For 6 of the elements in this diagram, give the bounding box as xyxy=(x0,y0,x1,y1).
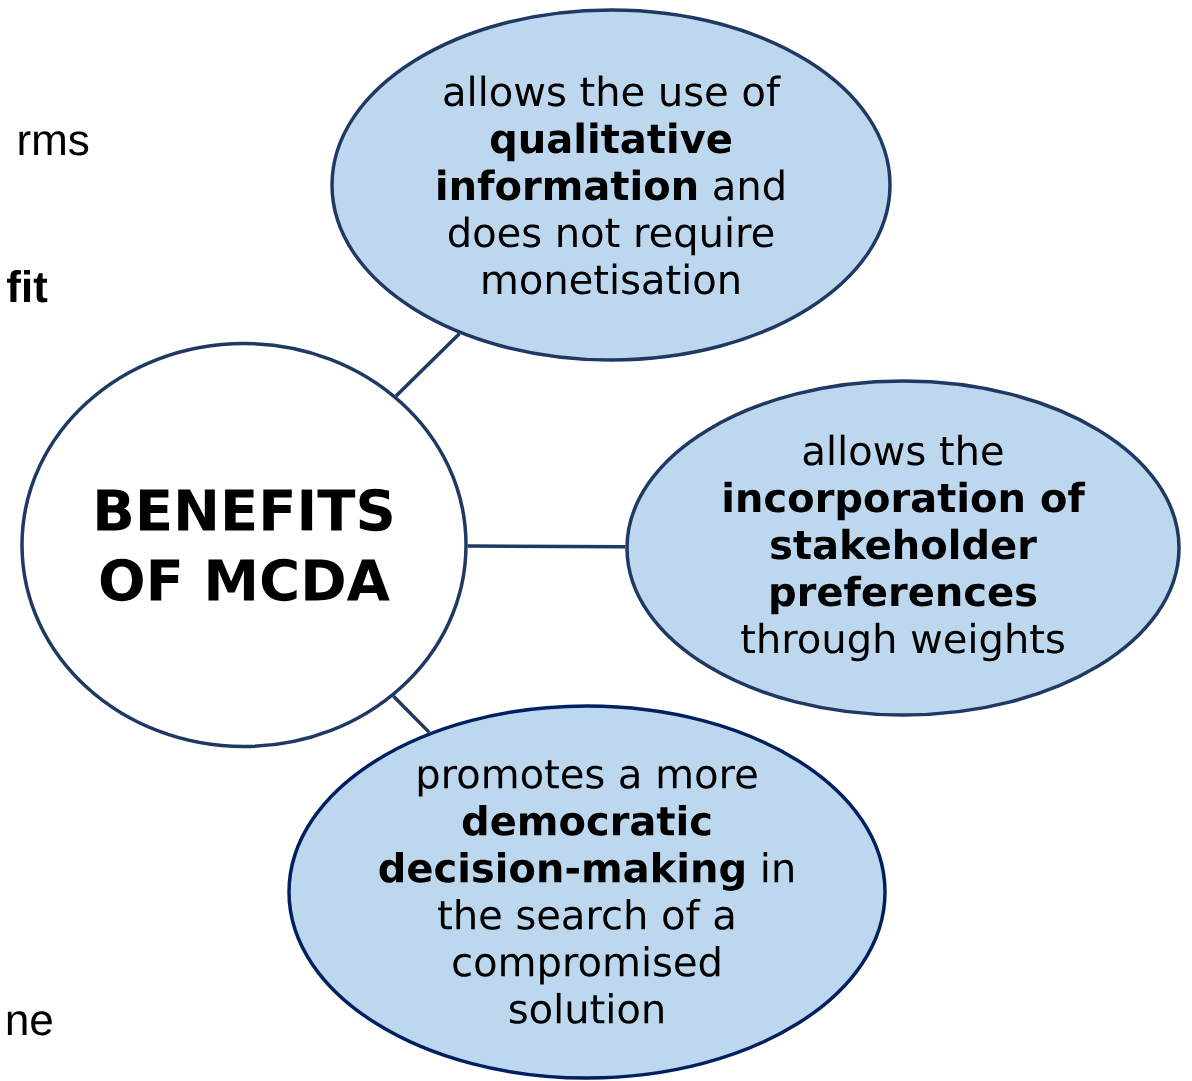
connector-line xyxy=(467,544,626,549)
cut-off-text: fit xyxy=(7,270,48,303)
connector-line xyxy=(394,332,461,398)
cut-off-text: rms xyxy=(19,131,89,156)
cut-off-text: ne xyxy=(7,1011,52,1036)
connector-line xyxy=(392,695,431,734)
